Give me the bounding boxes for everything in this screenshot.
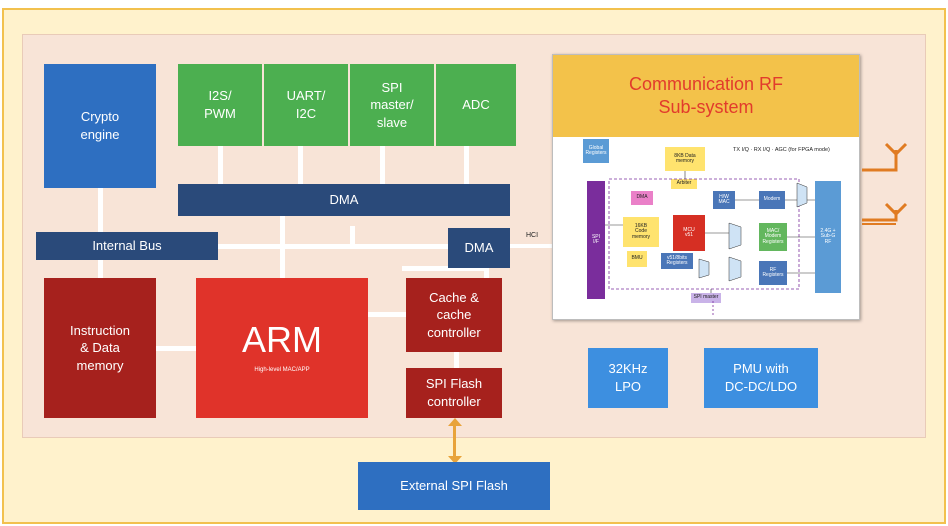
connector: [402, 266, 488, 271]
adc-block: ADC: [436, 64, 516, 146]
external-spi-flash: External SPI Flash: [358, 462, 550, 510]
v51-registers: v51/8bits Registers: [661, 253, 693, 269]
mini-dma: DMA: [631, 191, 653, 205]
bidirectional-arrow: [453, 422, 456, 460]
connector: [218, 146, 223, 184]
connector: [464, 146, 469, 184]
crypto-engine-block: Crypto engine: [44, 64, 156, 188]
i2s-pwm-block: I2S/ PWM: [178, 64, 262, 146]
arm-processor: ARM High-level MAC/APP: [196, 278, 368, 418]
connector: [350, 226, 355, 246]
dma-block-right: DMA: [448, 228, 510, 268]
global-registers: Global Registers: [583, 139, 609, 163]
hci-label: HCI: [526, 232, 539, 239]
connector: [368, 312, 408, 317]
rf-radio: 2.4G + Sub-G RF: [815, 181, 841, 293]
connector: [454, 352, 459, 368]
dma-bus-top: DMA: [178, 184, 510, 216]
spi-master: SPI master: [691, 293, 721, 303]
cache-controller: Cache & cache controller: [406, 278, 502, 352]
rf-registers: RF Registers: [759, 261, 787, 285]
connector: [156, 346, 196, 351]
modem: Modem: [759, 191, 785, 209]
rf-internal-wiring: [605, 171, 815, 317]
hw-mac: H/W MAC: [713, 191, 735, 209]
arm-label: ARM: [242, 318, 322, 360]
instruction-data-memory: Instruction & Data memory: [44, 278, 156, 418]
bmu: BMU: [627, 251, 647, 267]
connector: [218, 244, 450, 249]
internal-bus: Internal Bus: [36, 232, 218, 260]
uart-i2c-block: UART/ I2C: [264, 64, 348, 146]
connector: [98, 188, 103, 234]
connector: [484, 266, 489, 280]
antenna-icon: [862, 142, 908, 225]
connector: [280, 216, 285, 278]
rf-subsystem: Communication RF Sub-system TX I/Q · RX …: [552, 54, 860, 320]
connector: [298, 146, 303, 184]
connector: [98, 258, 103, 280]
arbiter: Arbiter: [671, 179, 697, 189]
spi-block: SPI master/ slave: [350, 64, 434, 146]
pmu-block: PMU with DC-DC/LDO: [704, 348, 818, 408]
arrow-heads: [448, 418, 462, 464]
mac-modem-registers: MAC/ Modem Registers: [759, 223, 787, 251]
rf-subsystem-title: Communication RF Sub-system: [553, 55, 859, 137]
data-memory: 8KB Data memory: [665, 147, 705, 171]
arm-sublabel: High-level MAC/APP: [254, 366, 310, 373]
connector: [380, 146, 385, 184]
rf-note: TX I/Q · RX I/Q · AGC (for FPGA mode): [733, 147, 830, 153]
spi-flash-controller: SPI Flash controller: [406, 368, 502, 418]
lpo-block: 32KHz LPO: [588, 348, 668, 408]
code-memory: 16KB Code memory: [623, 217, 659, 247]
spi-if-bar: SPI I/F: [587, 181, 605, 299]
mcu-v51: MCU v51: [673, 215, 705, 251]
connector: [510, 244, 554, 248]
